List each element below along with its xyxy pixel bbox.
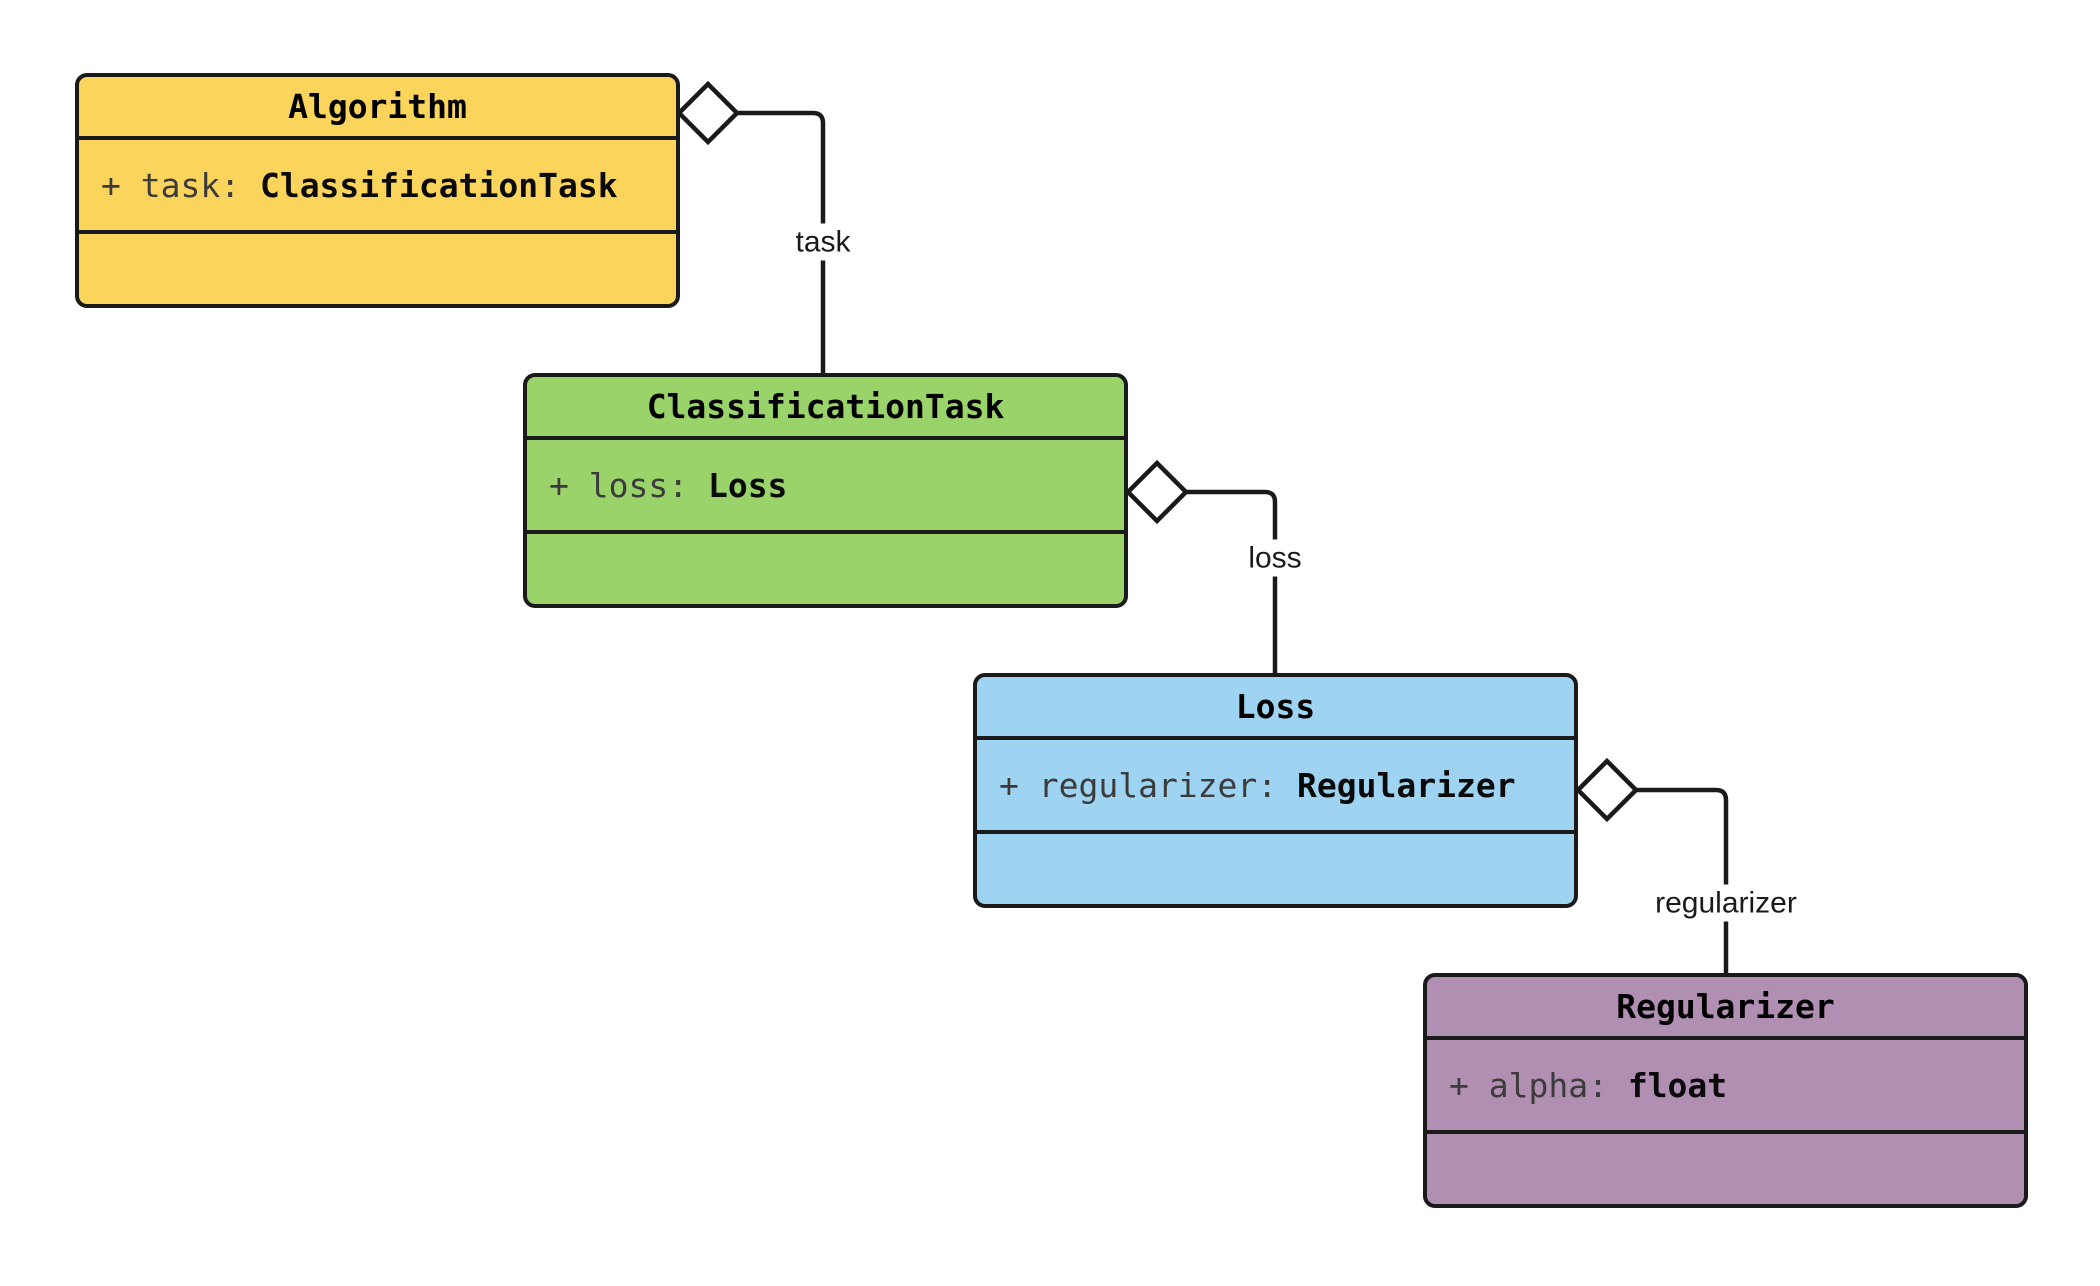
edge-regularizer: [1574, 757, 1729, 973]
attribute-name: + loss:: [549, 465, 708, 505]
class-regularizer: Regularizer + alpha: float: [1423, 973, 2028, 1208]
edge-label-loss: loss: [1239, 539, 1311, 577]
class-methods-compartment: [527, 534, 1124, 604]
attribute-name: + task:: [101, 165, 260, 205]
attribute-name: + alpha:: [1449, 1065, 1628, 1105]
edge-label-regularizer: regularizer: [1646, 884, 1806, 922]
attribute-type: ClassificationTask: [259, 165, 618, 205]
class-title: Algorithm: [79, 77, 676, 140]
class-classificationtask: ClassificationTask + loss: Loss: [523, 373, 1128, 608]
aggregation-diamond-loss: [1124, 459, 1190, 525]
aggregation-diamond-task: [675, 80, 741, 146]
class-algorithm: Algorithm + task: ClassificationTask: [75, 73, 680, 308]
class-attribute: + alpha: float: [1427, 1040, 2024, 1134]
edge-loss-line: [1186, 489, 1278, 673]
edge-label-task: task: [786, 223, 860, 261]
attribute-name: + regularizer:: [999, 765, 1298, 805]
class-attribute: + regularizer: Regularizer: [977, 740, 1574, 834]
class-loss: Loss + regularizer: Regularizer: [973, 673, 1578, 908]
class-attribute: + task: ClassificationTask: [79, 140, 676, 234]
edge-regularizer-line: [1636, 787, 1729, 973]
class-methods-compartment: [977, 834, 1574, 904]
class-methods-compartment: [79, 234, 676, 304]
class-title: ClassificationTask: [527, 377, 1124, 440]
attribute-type: Regularizer: [1297, 765, 1516, 805]
class-title: Loss: [977, 677, 1574, 740]
class-title: Regularizer: [1427, 977, 2024, 1040]
aggregation-diamond-regularizer: [1574, 757, 1640, 823]
class-methods-compartment: [1427, 1134, 2024, 1204]
class-attribute: + loss: Loss: [527, 440, 1124, 534]
attribute-type: Loss: [707, 465, 788, 505]
attribute-type: float: [1627, 1065, 1728, 1105]
